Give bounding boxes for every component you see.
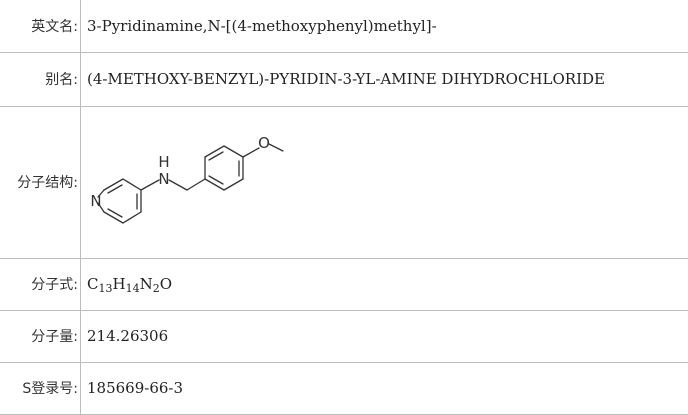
cas-value: 185669-66-3 [81, 362, 688, 414]
amine-hydrogen-atom: H [158, 153, 169, 171]
row-alias: 别名: (4-METHOXY-BENZYL)-PYRIDIN-3-YL-AMIN… [0, 52, 688, 106]
structure-label: 分子结构: [0, 106, 81, 258]
weight-value: 214.26306 [81, 310, 688, 362]
formula-count: 13 [98, 282, 112, 295]
formula-element: N [140, 275, 153, 293]
structure-cell: N N H O [81, 106, 688, 258]
formula-element: O [160, 275, 172, 293]
formula-element: C [87, 275, 98, 293]
english-name-value: 3-Pyridinamine,N-[(4-methoxyphenyl)methy… [81, 0, 688, 52]
row-cas: S登录号: 185669-66-3 [0, 362, 688, 414]
weight-label: 分子量: [0, 310, 81, 362]
english-name-label: 英文名: [0, 0, 81, 52]
row-formula: 分子式: C13H14N2O [0, 258, 688, 310]
molecule-structure-image: N N H O [87, 114, 347, 254]
cas-label: S登录号: [0, 362, 81, 414]
formula-label: 分子式: [0, 258, 81, 310]
formula-count: 2 [153, 282, 160, 295]
amine-nitrogen-atom: N [158, 170, 169, 188]
row-weight: 分子量: 214.26306 [0, 310, 688, 362]
row-structure: 分子结构: [0, 106, 688, 258]
alias-value: (4-METHOXY-BENZYL)-PYRIDIN-3-YL-AMINE DI… [81, 52, 688, 106]
ring-nitrogen-atom: N [90, 192, 101, 210]
formula-value: C13H14N2O [81, 258, 688, 310]
alias-label: 别名: [0, 52, 81, 106]
methoxy-oxygen-atom: O [258, 134, 270, 152]
formula-count: 14 [126, 282, 140, 295]
formula-element: H [112, 275, 125, 293]
row-english-name: 英文名: 3-Pyridinamine,N-[(4-methoxyphenyl)… [0, 0, 688, 52]
